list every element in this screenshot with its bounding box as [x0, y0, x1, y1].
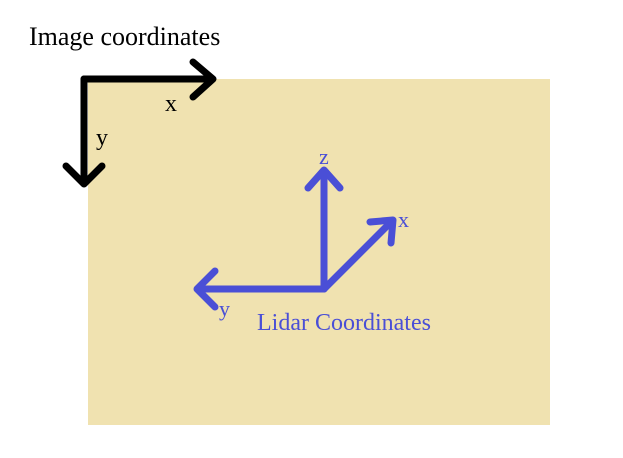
image-y-arrowhead: [62, 162, 106, 188]
image-x-label: x: [165, 91, 177, 117]
image-x-arrowhead: [189, 58, 217, 101]
lidar-frame-axes: [193, 166, 397, 311]
lidar-x-axis-line: [320, 217, 396, 293]
lidar-y-label: y: [219, 296, 230, 321]
image-frame-axes: [62, 58, 217, 188]
lidar-coordinates-title: Lidar Coordinates: [257, 310, 431, 336]
lidar-y-arrowhead: [193, 267, 219, 311]
image-y-label: y: [96, 125, 108, 151]
lidar-z-arrowhead: [304, 166, 344, 192]
lidar-z-label: z: [319, 144, 329, 169]
lidar-x-arrowhead: [366, 216, 397, 247]
image-panel: [88, 79, 550, 425]
lidar-x-label: x: [398, 207, 409, 232]
image-coordinates-title: Image coordinates: [29, 22, 221, 51]
